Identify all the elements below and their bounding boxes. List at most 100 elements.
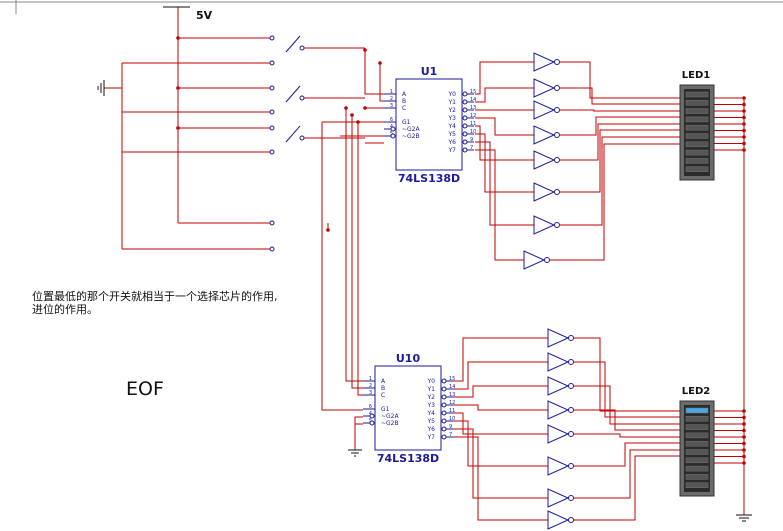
wire (574, 455, 680, 521)
chip-input-label: ~G2B (402, 133, 420, 140)
chip-pin-number: 4 (390, 124, 393, 130)
chip-input-label: A (381, 378, 386, 385)
inverter (533, 150, 556, 170)
chip-output-label: Y1 (427, 386, 436, 393)
inverter-bubble (568, 407, 574, 413)
inversion-bubble (441, 402, 447, 408)
wire (345, 108, 363, 382)
inversion-bubble (462, 107, 468, 113)
inversion-bubble (462, 99, 468, 105)
inverter (547, 400, 570, 420)
chip-output-label: Y7 (448, 147, 457, 154)
chip-output-label: Y4 (448, 123, 457, 130)
inverter-bubble (554, 59, 560, 65)
switch-contact (269, 85, 275, 91)
junction-dot (176, 86, 180, 90)
led-label: LED1 (682, 70, 711, 81)
wire (453, 404, 548, 411)
junction-dot (326, 228, 330, 232)
switch-contact (269, 125, 275, 131)
inversion-bubble (462, 91, 468, 97)
junction-dot (363, 48, 367, 52)
inverter-bubble (544, 257, 550, 263)
led-segment (685, 407, 709, 414)
supply-label: 5V (196, 9, 213, 22)
wire (560, 87, 680, 105)
switch-contact (269, 60, 275, 66)
wire (357, 122, 363, 396)
switch-lever (285, 85, 301, 103)
inversion-bubble (462, 123, 468, 129)
chip-output-label: Y6 (427, 426, 436, 433)
chip-pin-number: 15 (470, 89, 476, 95)
inverter (533, 182, 556, 202)
led-segment (685, 116, 709, 123)
chip-output-label: Y5 (427, 418, 436, 425)
wire (453, 428, 548, 499)
chip-output-label: Y3 (448, 115, 457, 122)
inversion-bubble (369, 420, 375, 426)
chip-ref: U10 (396, 352, 421, 365)
chip-pin-number: 5 (390, 131, 393, 137)
inverter-bubble (568, 335, 574, 341)
junction-dot (350, 113, 354, 117)
chip-pin-number: 5 (369, 418, 372, 424)
led-segment (685, 141, 709, 148)
chip-pin-number: 15 (449, 376, 455, 382)
wire (560, 61, 680, 99)
led-segment (685, 440, 709, 447)
led-segment (685, 108, 709, 114)
inverter-bubble (554, 107, 560, 113)
chip-input-label: C (381, 392, 385, 399)
inverter (547, 352, 570, 372)
chip-pin-number: 10 (470, 129, 476, 135)
inversion-bubble (441, 410, 447, 416)
inverter-bubble (568, 495, 574, 501)
wire (475, 149, 524, 261)
chip-pin-number: 1 (390, 89, 393, 95)
junction-dot (742, 415, 746, 420)
chip-pin-number: 10 (449, 416, 455, 422)
switch-contact (269, 246, 275, 252)
led-segment (685, 100, 709, 106)
junction-dot (344, 106, 348, 110)
inverter-bubble (568, 383, 574, 389)
wire (475, 133, 534, 193)
switch-lever (285, 125, 301, 143)
switch-contact (269, 149, 275, 155)
wire (560, 136, 680, 226)
junction-dot (742, 422, 746, 426)
chip-pin-number: 7 (470, 145, 473, 151)
inversion-bubble (462, 131, 468, 137)
chip-input-label: G1 (402, 119, 411, 126)
chip-output-label: Y5 (448, 131, 457, 138)
chip-pin-number: 11 (470, 121, 476, 127)
inverter (533, 215, 556, 235)
junction-dot (378, 61, 382, 65)
switch-contact (269, 109, 275, 115)
chip-pin-number: 6 (390, 117, 393, 123)
led-label: LED2 (682, 386, 711, 397)
chip-output-label: Y7 (427, 434, 436, 441)
wire (550, 143, 680, 261)
chip-output-label: Y6 (448, 139, 457, 146)
chip-pin-number: 14 (470, 97, 476, 103)
inverter (533, 78, 556, 98)
junction-dot (742, 441, 746, 446)
wires (104, 7, 746, 521)
inversion-bubble (462, 139, 468, 145)
led-segment (685, 149, 709, 156)
led-segment (685, 432, 709, 439)
inverter (533, 52, 556, 72)
led-segment (685, 166, 709, 172)
inversion-bubble (462, 147, 468, 153)
inverter (547, 424, 570, 444)
note-line-2: 进位的作用。 (32, 302, 98, 316)
wire (453, 412, 548, 435)
chip-body (395, 78, 463, 171)
wire (574, 337, 680, 412)
inverter-bubble (554, 189, 560, 195)
note-line-1: 位置最低的那个开关就相当于一个选择芯片的作用, (32, 289, 278, 303)
junction-dot (742, 428, 746, 433)
